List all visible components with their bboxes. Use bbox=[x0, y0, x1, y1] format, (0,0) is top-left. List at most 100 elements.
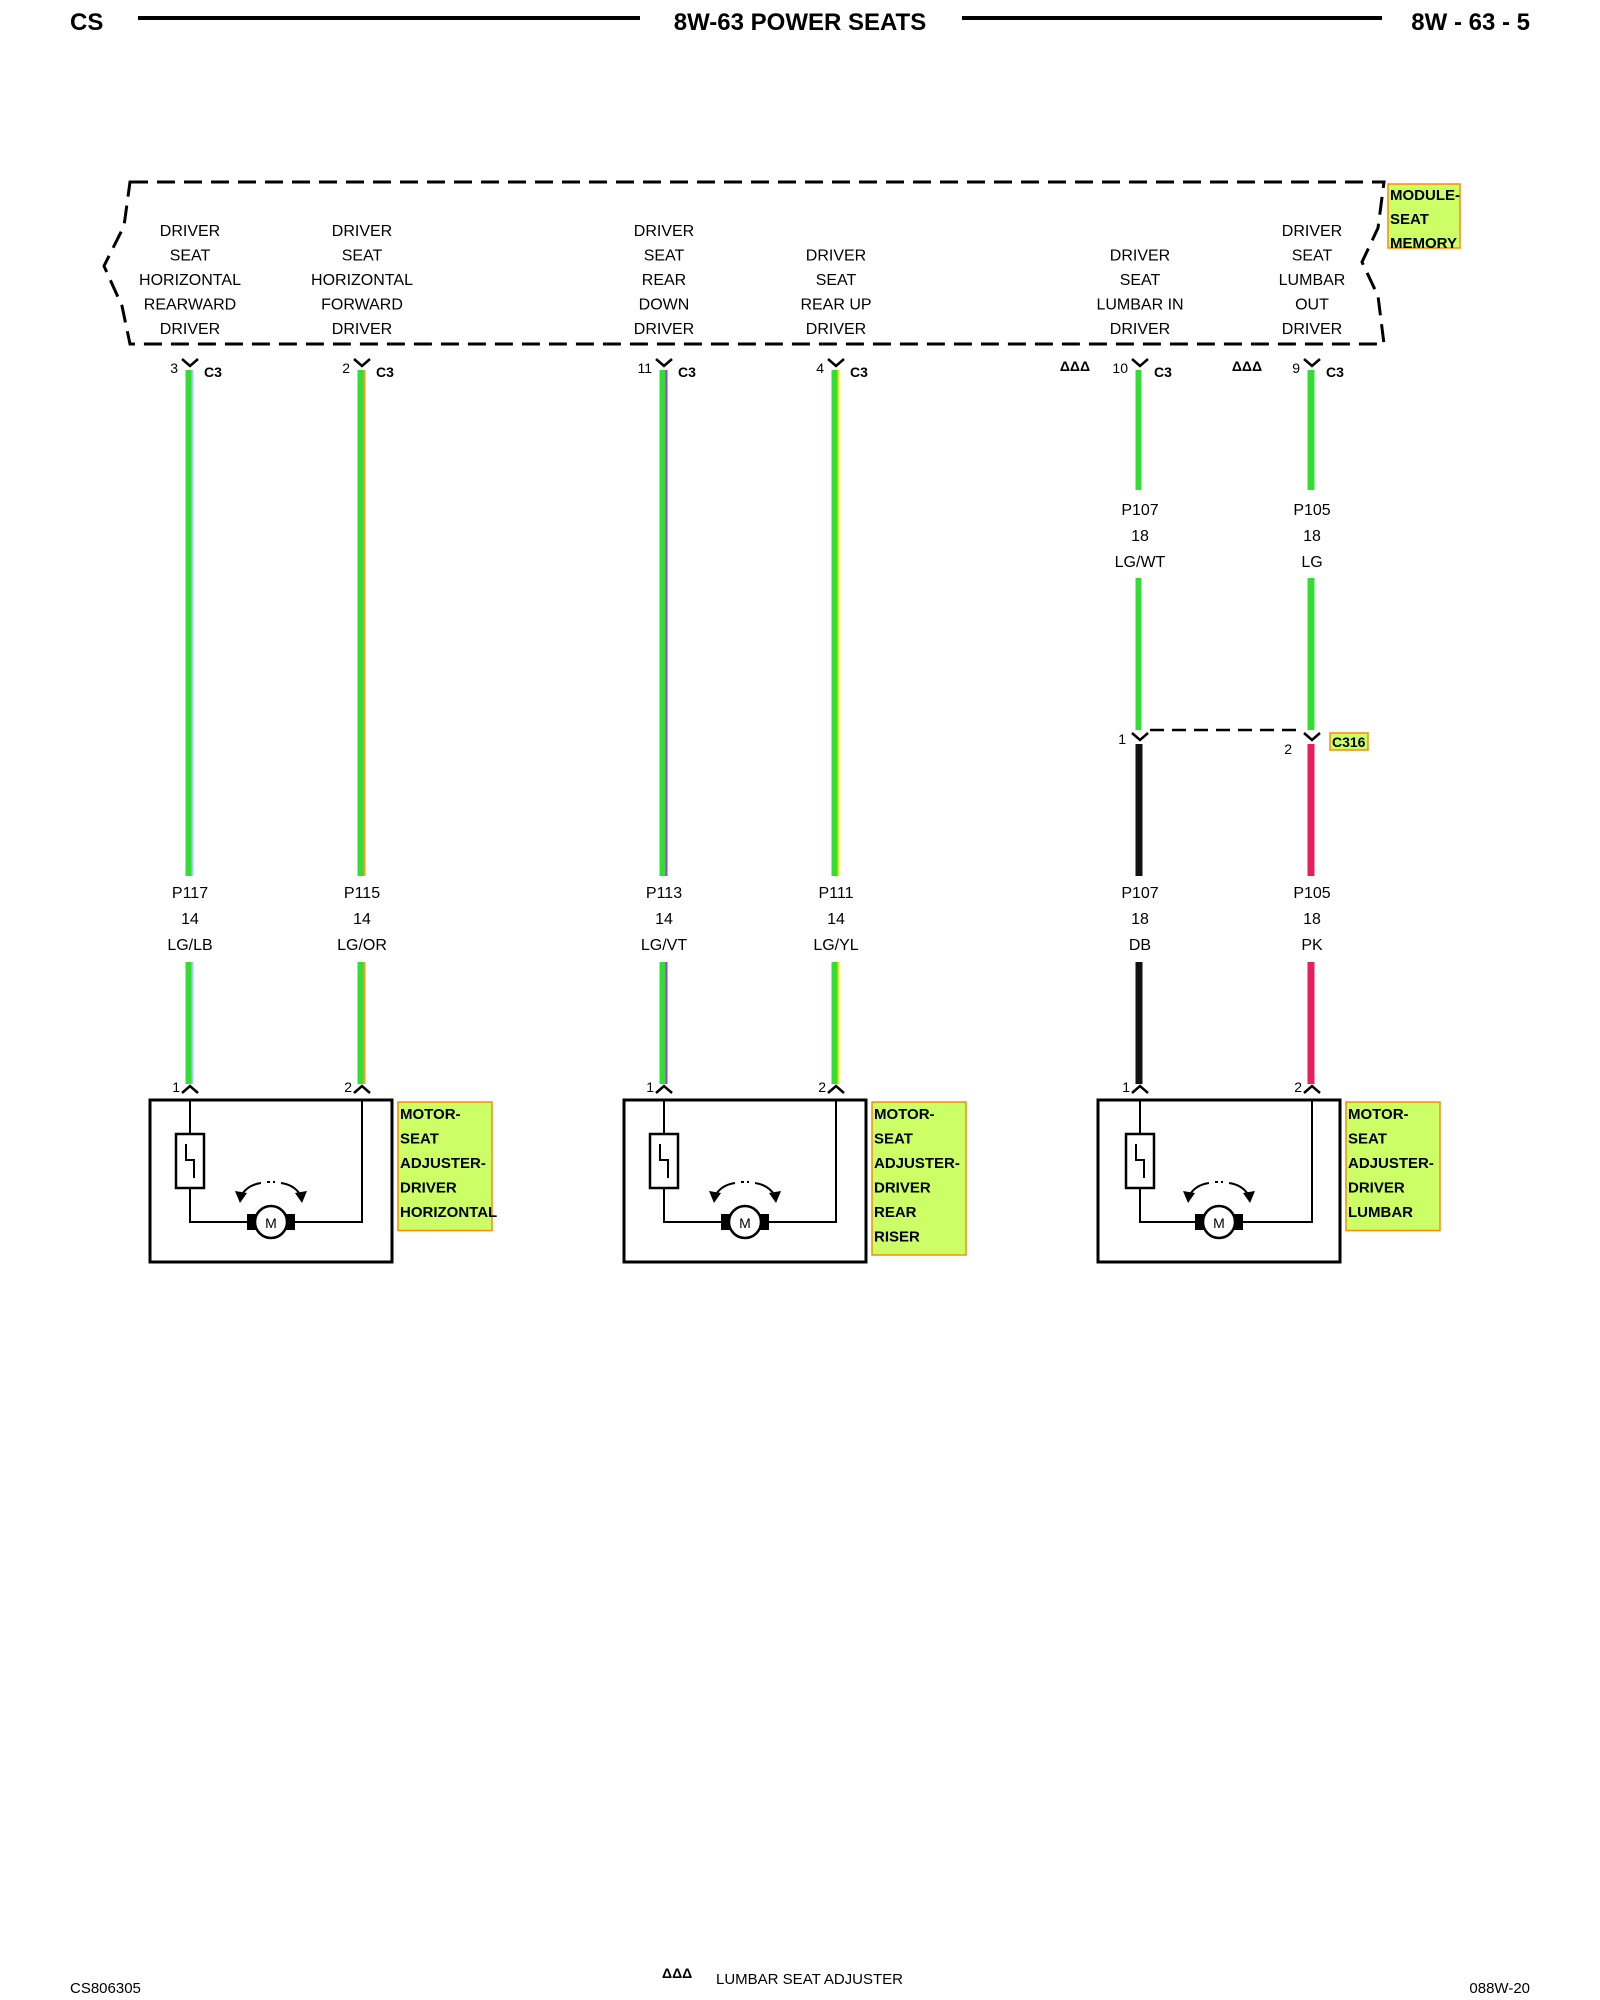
motor-wire-right bbox=[766, 1100, 837, 1223]
connector-name: C3 bbox=[1326, 364, 1344, 380]
rotation-arrowhead-right bbox=[769, 1191, 781, 1203]
motor-box bbox=[1096, 1098, 1342, 1264]
module-name-line: MODULE- bbox=[1390, 187, 1460, 204]
label-gap bbox=[630, 880, 698, 962]
circuit-function-label: DRIVER bbox=[160, 223, 220, 240]
motor-icon bbox=[253, 1204, 289, 1240]
motor-symbol-letter: M bbox=[739, 1215, 751, 1231]
wire-gauge-label: 18 bbox=[1131, 911, 1149, 928]
wire-circuit-label: P105 bbox=[1293, 885, 1330, 902]
label-gap bbox=[328, 880, 396, 962]
connector-pin-number: 9 bbox=[1292, 360, 1300, 376]
circuit-function-label: REAR UP bbox=[800, 297, 871, 314]
circuit-function-label: DRIVER bbox=[160, 321, 220, 338]
splice-pin-number: 2 bbox=[1284, 741, 1292, 757]
page-header: CS 8W-63 POWER SEATS 8W - 63 - 5 bbox=[70, 9, 1530, 36]
wire-circuit-label: P105 bbox=[1293, 502, 1330, 519]
motor-symbol-letter: M bbox=[1213, 1215, 1225, 1231]
connector-pin-chevron bbox=[181, 358, 199, 368]
circuit-function-label: HORIZONTAL bbox=[139, 272, 241, 289]
wire-gauge-label: 14 bbox=[655, 911, 673, 928]
motor-label-line: MOTOR- bbox=[874, 1106, 935, 1123]
circuit-breaker-element bbox=[1135, 1144, 1145, 1178]
motor-label-line: LUMBAR bbox=[1348, 1204, 1413, 1221]
wire-upper bbox=[185, 370, 194, 876]
wire-gauge-label: 14 bbox=[353, 911, 371, 928]
circuit-function-label: DRIVER bbox=[806, 321, 866, 338]
motor-label-line: REAR bbox=[874, 1204, 917, 1221]
circuit-function-label: SEAT bbox=[1292, 248, 1333, 265]
motor-pin-chevron bbox=[353, 1084, 371, 1094]
wire-gauge-label: 18 bbox=[1303, 528, 1321, 545]
splice-pin-chevron bbox=[1131, 732, 1149, 742]
motor-pin-number: 2 bbox=[818, 1079, 826, 1095]
motor-pin-number: 1 bbox=[646, 1079, 654, 1095]
connector-pin-chevron bbox=[827, 358, 845, 368]
footer-note: LUMBAR SEAT ADJUSTER bbox=[716, 1971, 903, 1988]
connector-name: C3 bbox=[204, 364, 222, 380]
motor-label-highlight bbox=[1345, 1101, 1441, 1232]
circuit-function-label: DRIVER bbox=[332, 321, 392, 338]
motor-box bbox=[148, 1098, 394, 1264]
label-gap bbox=[1278, 880, 1346, 962]
splice-pin-number: 1 bbox=[1118, 731, 1126, 747]
motor-pin-number: 1 bbox=[1122, 1079, 1130, 1095]
connector-pin-chevron bbox=[353, 358, 371, 368]
header-title: 8W-63 POWER SEATS bbox=[674, 9, 926, 36]
rotation-arrowhead-left bbox=[709, 1191, 721, 1203]
header-section-code: CS bbox=[70, 9, 103, 36]
wire-upper bbox=[659, 370, 668, 876]
motor-pin-chevron bbox=[655, 1084, 673, 1094]
circuit-function-label: DRIVER bbox=[634, 321, 694, 338]
footer-note-symbol: ΔΔΔ bbox=[662, 1965, 692, 1981]
motors: MMOTOR-SEATADJUSTER-DRIVERHORIZONTALMMOT… bbox=[148, 1098, 1441, 1264]
circuit-function-label: SEAT bbox=[170, 248, 211, 265]
wire-upper-a bbox=[1135, 370, 1144, 490]
lumbar-marker: ΔΔΔ bbox=[1232, 358, 1262, 374]
splice-label-highlight bbox=[1329, 732, 1369, 751]
wire-circuit-label: P107 bbox=[1121, 885, 1158, 902]
footer-figure-code: 088W-20 bbox=[1469, 1980, 1530, 1997]
wire-circuit-label: P107 bbox=[1121, 502, 1158, 519]
circuit-function-label: DOWN bbox=[639, 297, 690, 314]
circuit-function-label: DRIVER bbox=[1110, 321, 1170, 338]
motor-label-line: SEAT bbox=[400, 1131, 439, 1148]
wire-color-label: LG/YL bbox=[813, 937, 858, 954]
wire-color-label: PK bbox=[1301, 937, 1323, 954]
label-gap bbox=[802, 880, 870, 962]
wire-lower bbox=[185, 962, 194, 1084]
motor-label-line: HORIZONTAL bbox=[400, 1204, 497, 1221]
wire-lower bbox=[831, 962, 840, 1084]
circuit-function-label: FORWARD bbox=[321, 297, 403, 314]
wire-color-label: DB bbox=[1129, 937, 1151, 954]
motor-pin-chevron bbox=[181, 1084, 199, 1094]
wire-gauge-label: 14 bbox=[181, 911, 199, 928]
wire-circuit-label: P111 bbox=[819, 885, 854, 902]
page-footer: CS806305 ΔΔΔ LUMBAR SEAT ADJUSTER 088W-2… bbox=[70, 1965, 1530, 1997]
label-gap bbox=[1106, 880, 1174, 962]
connector-name: C3 bbox=[850, 364, 868, 380]
label-gap bbox=[156, 880, 224, 962]
header-page-number: 8W - 63 - 5 bbox=[1411, 9, 1530, 36]
circuit-function-label: REAR bbox=[642, 272, 686, 289]
connector-name: C3 bbox=[1154, 364, 1172, 380]
connector-pin-number: 4 bbox=[816, 360, 824, 376]
wire-gauge-label: 14 bbox=[827, 911, 845, 928]
connector-name: C3 bbox=[376, 364, 394, 380]
connector-pin-chevron bbox=[1131, 358, 1149, 368]
module-outline bbox=[102, 180, 1386, 346]
wire-lower bbox=[659, 962, 668, 1084]
circuit-function-label: DRIVER bbox=[634, 223, 694, 240]
motor-pin-number: 1 bbox=[172, 1079, 180, 1095]
wire-gauge-label: 18 bbox=[1131, 528, 1149, 545]
motor-pin-number: 2 bbox=[1294, 1079, 1302, 1095]
circuit-function-label: LUMBAR IN bbox=[1096, 297, 1183, 314]
